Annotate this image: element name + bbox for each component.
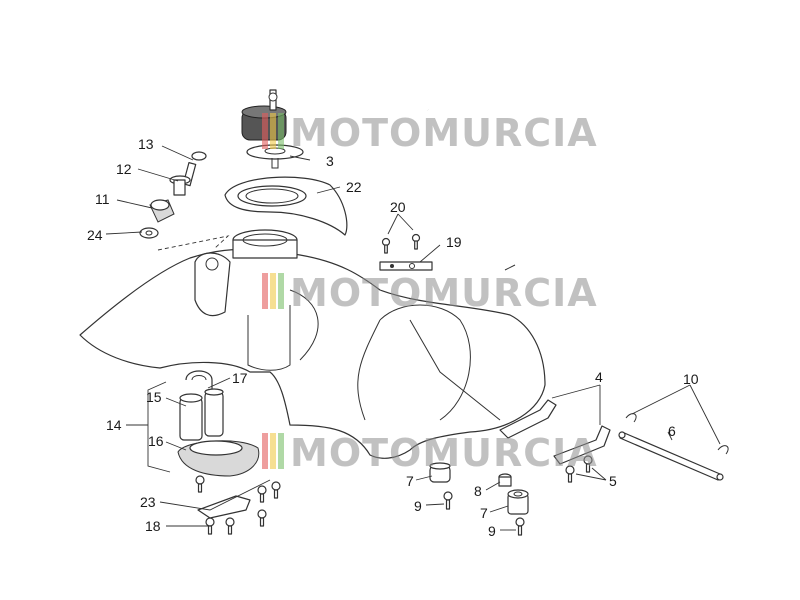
callout-8: 8: [474, 483, 482, 499]
callout-labels: 13 12 11 24 3 22 20 19 17 15 14 16 23 18…: [87, 136, 699, 539]
tank-cover: [224, 176, 348, 236]
callout-22: 22: [346, 179, 362, 195]
watermark-bottom: MOTOMURCIA: [262, 431, 598, 475]
watermark-middle: MOTOMURCIA: [262, 271, 598, 315]
callout-9a: 9: [414, 498, 422, 514]
callout-10: 10: [683, 371, 699, 387]
callout-3: 3: [326, 153, 334, 169]
callout-5: 5: [609, 473, 617, 489]
callout-12: 12: [116, 161, 132, 177]
callout-16: 16: [148, 433, 164, 449]
fuel-hose: [273, 62, 429, 112]
callout-15: 15: [146, 389, 162, 405]
fuel-tank: [79, 229, 546, 459]
screw-9b: [515, 517, 525, 536]
callout-20: 20: [390, 199, 406, 215]
watermark-text-bottom: MOTOMURCIA: [290, 431, 598, 475]
callout-13: 13: [138, 136, 154, 152]
rubber-mount-7b: [507, 489, 529, 515]
cap-gasket: [246, 144, 304, 169]
screw-9a: [443, 491, 453, 510]
callout-17: 17: [232, 370, 248, 386]
leader-lines: [105, 145, 721, 531]
pump-flange-plate: [197, 495, 251, 519]
callout-7b: 7: [480, 505, 488, 521]
clips-10: [625, 413, 729, 455]
callout-19: 19: [446, 234, 462, 250]
fuel-pump-assembly: [177, 370, 260, 477]
rubber-mount-7a: [429, 462, 451, 483]
callout-24: 24: [87, 227, 103, 243]
callout-14: 14: [106, 417, 122, 433]
bracket-4-upper: [499, 399, 557, 439]
watermark-top: MOTOMURCIA: [262, 111, 598, 155]
callout-7a: 7: [406, 473, 414, 489]
callout-4: 4: [595, 369, 603, 385]
rod-6: [618, 431, 724, 481]
callout-18: 18: [145, 518, 161, 534]
spacer-12: [169, 175, 191, 196]
bracket-19: [379, 261, 433, 271]
callout-23: 23: [140, 494, 156, 510]
callout-6: 6: [668, 423, 676, 439]
screws-20: [381, 233, 421, 254]
watermark-text-middle: MOTOMURCIA: [290, 271, 598, 315]
screws-5: [565, 455, 593, 483]
washer-24: [139, 227, 159, 239]
watermark-text-top: MOTOMURCIA: [290, 111, 598, 155]
bracket-4-lower: [553, 425, 611, 465]
bushing-8: [498, 473, 512, 487]
callout-11: 11: [95, 191, 110, 207]
grommet-11: [149, 199, 175, 223]
callout-9b: 9: [488, 523, 496, 539]
